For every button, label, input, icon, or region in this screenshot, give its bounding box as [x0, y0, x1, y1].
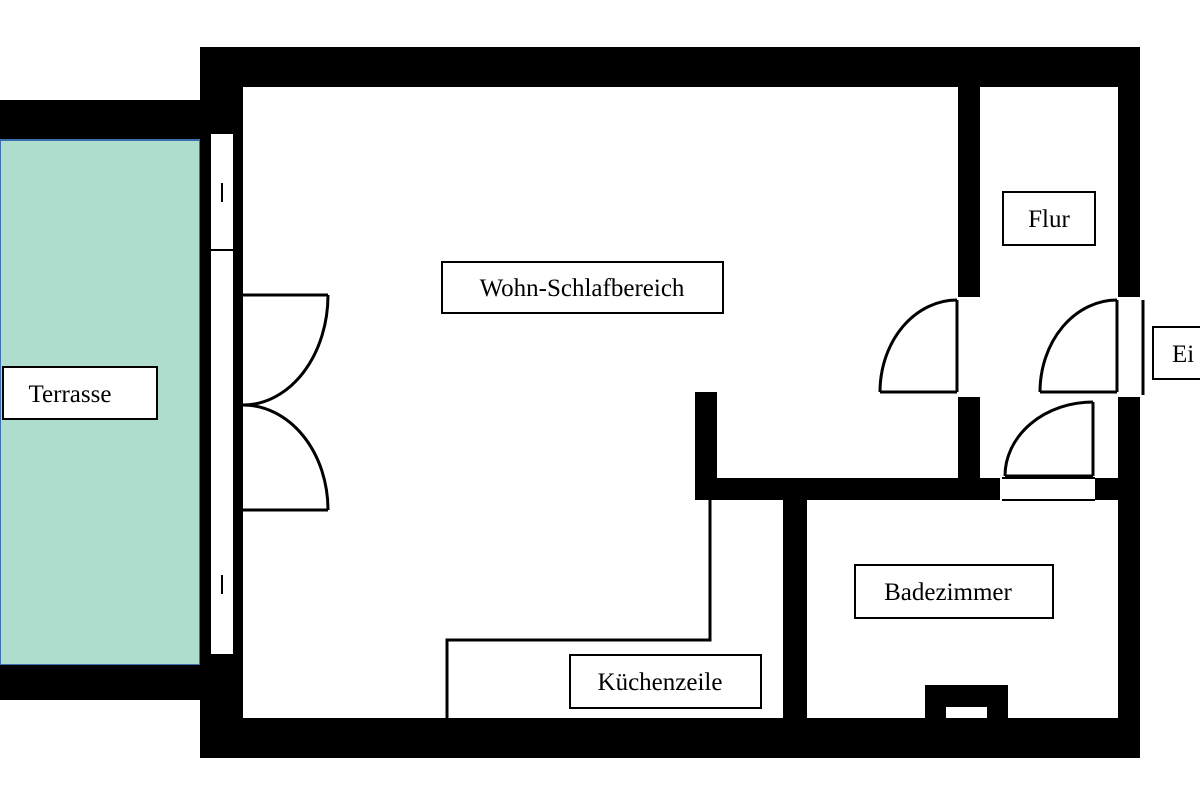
terrace-window [209, 132, 235, 656]
svg-text:Küchenzeile: Küchenzeile [598, 669, 723, 696]
label-entrance: Ei [1152, 326, 1200, 380]
label-hall: Flur [1002, 191, 1096, 246]
door-swing-arc [1003, 400, 1094, 477]
label-kitchen: Küchenzeile [569, 654, 762, 709]
door-swing-arc [878, 298, 958, 393]
door-swing-arc [242, 294, 330, 407]
interior-walls [695, 87, 1118, 720]
svg-text:Flur: Flur [1028, 206, 1070, 233]
label-terrace: Terrasse [2, 366, 158, 420]
outer-walls [200, 47, 1145, 758]
door-swing-arc [242, 403, 330, 511]
svg-text:Terrasse: Terrasse [29, 381, 112, 408]
entrance-door [1038, 298, 1119, 394]
label-bathroom: Badezimmer [854, 564, 1054, 619]
label-living: Wohn-Schlafbereich [441, 261, 724, 314]
bathroom-door [1003, 400, 1095, 478]
kitchen-counter [445, 500, 712, 718]
svg-text:Ei: Ei [1172, 341, 1194, 368]
hall-door [878, 298, 959, 394]
terrace-double-door [242, 293, 330, 512]
svg-text:Wohn-Schlafbereich: Wohn-Schlafbereich [480, 275, 685, 302]
svg-text:Badezimmer: Badezimmer [884, 579, 1012, 606]
door-swing-arc [1038, 298, 1118, 393]
